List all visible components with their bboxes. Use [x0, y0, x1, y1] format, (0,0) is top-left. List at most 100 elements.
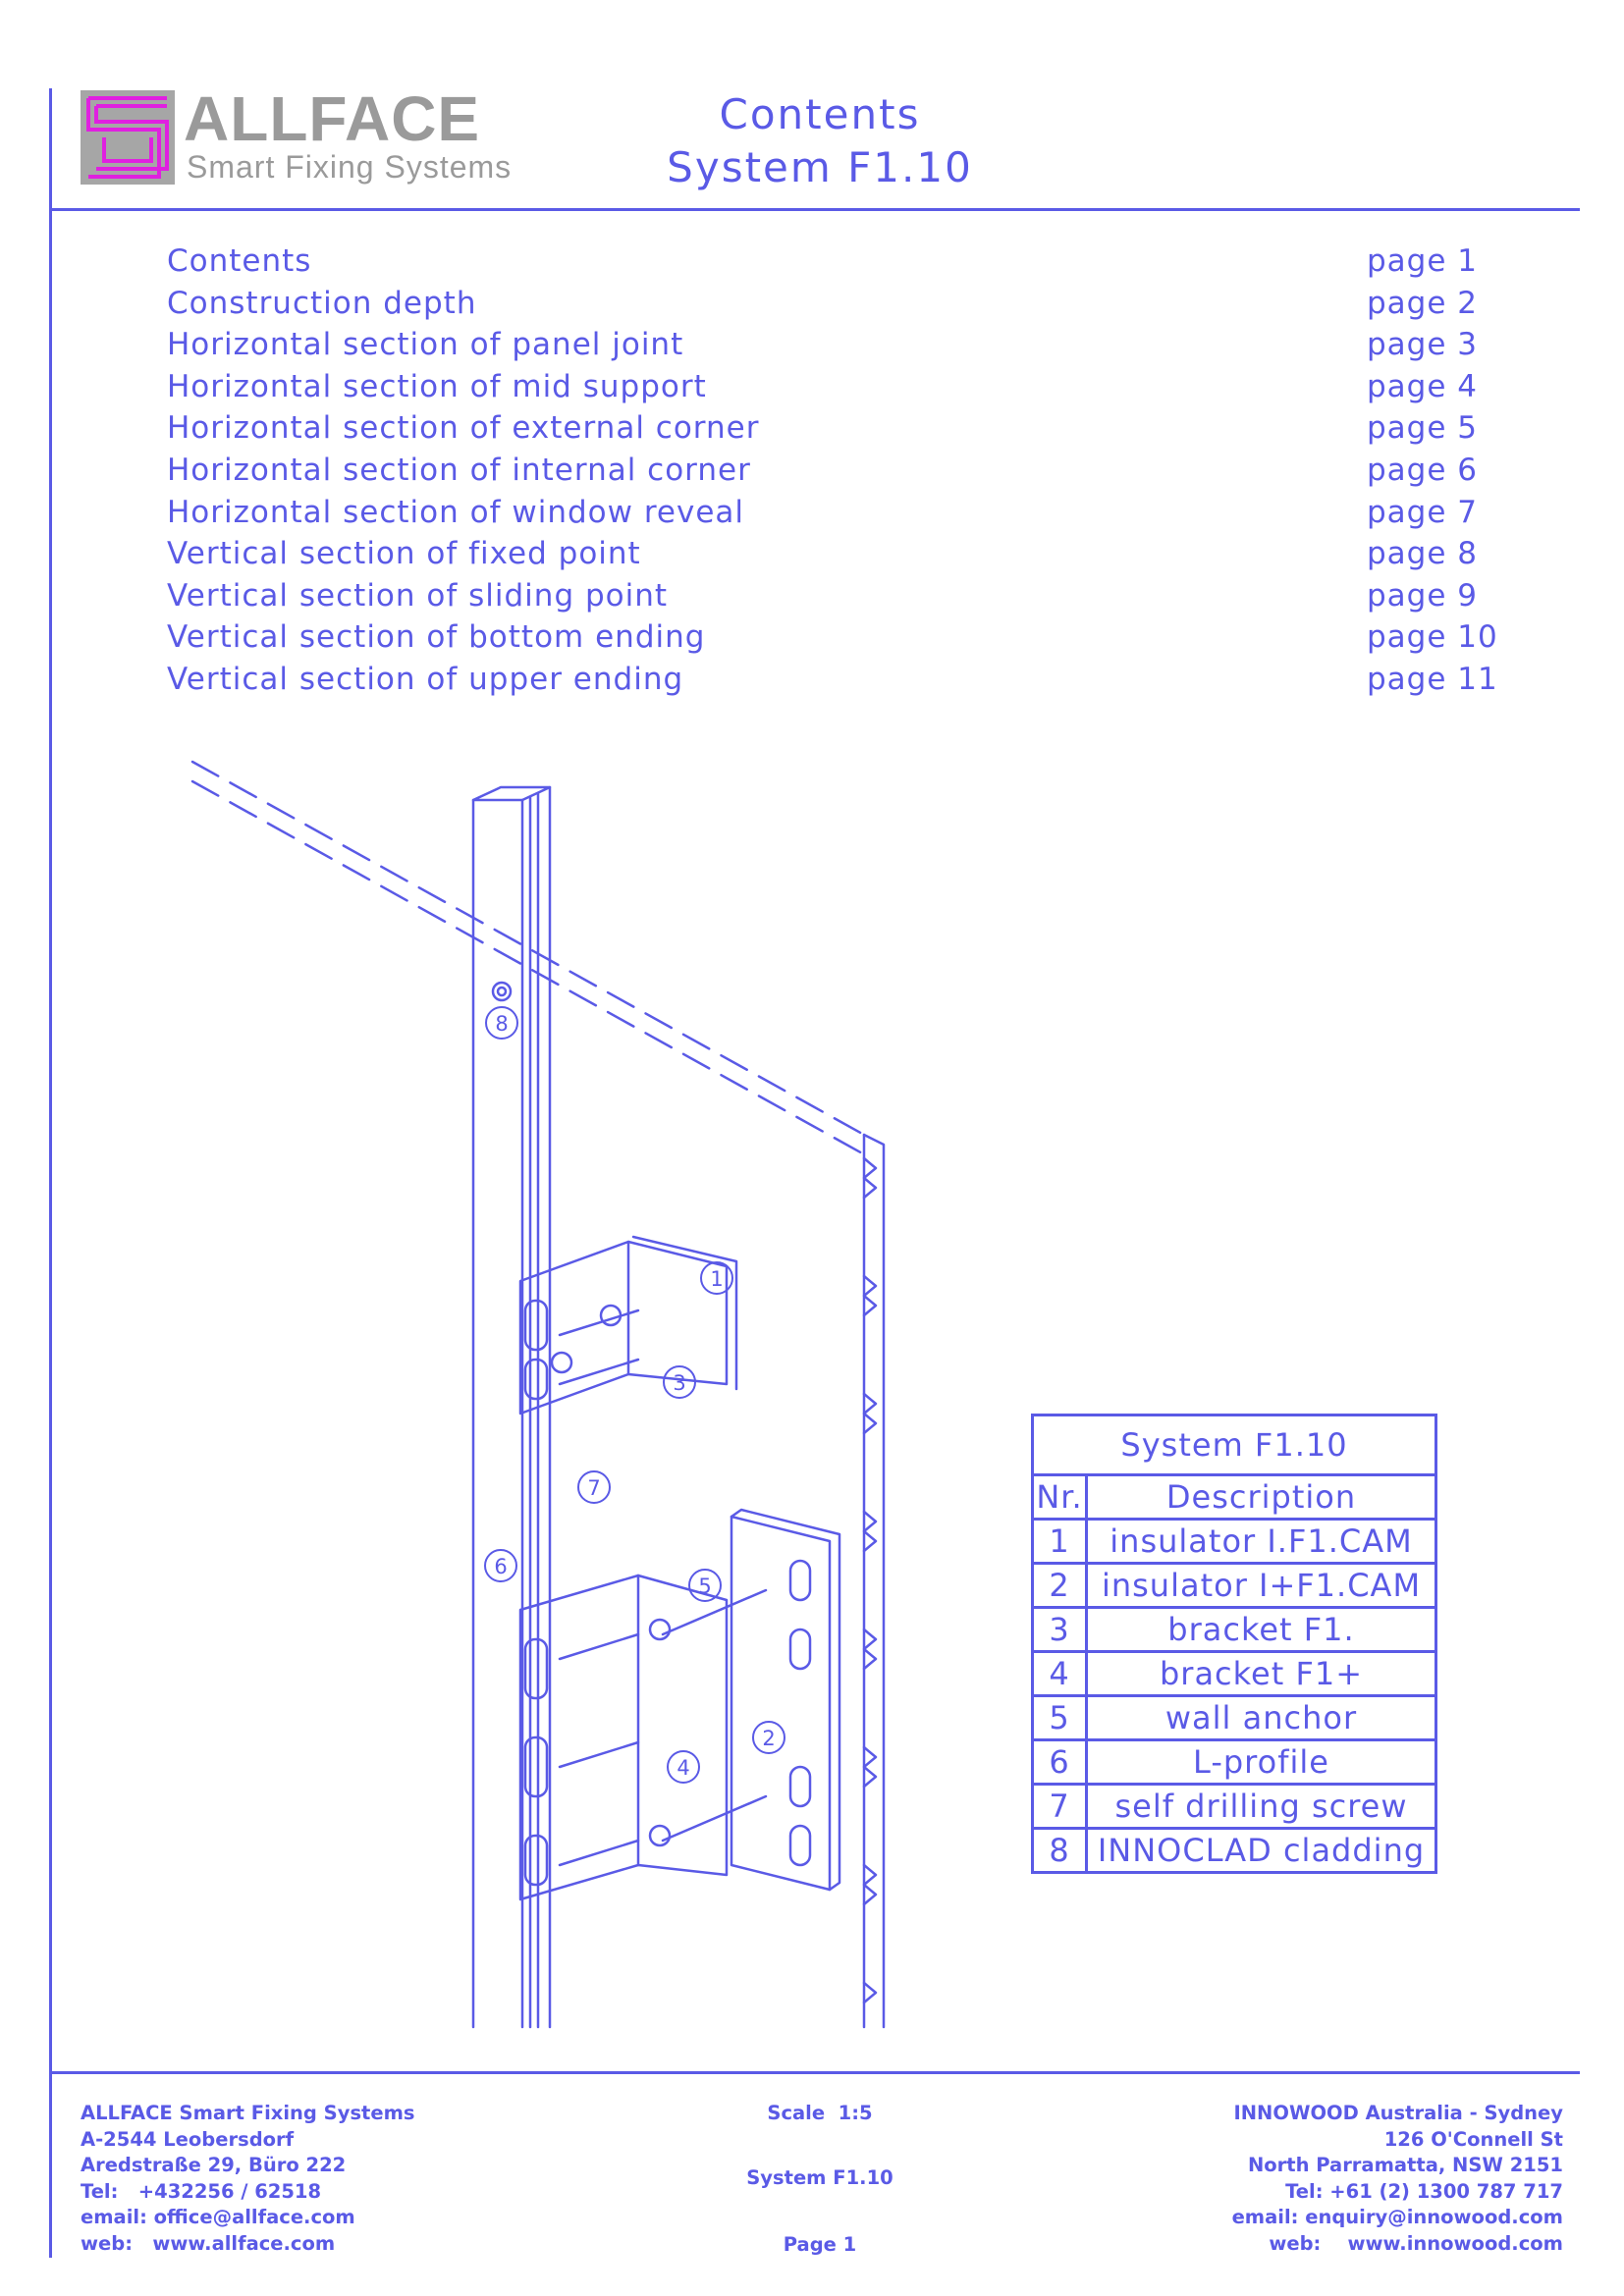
footer-page-number: Page 1	[783, 2233, 857, 2256]
cladding-dashed-outline	[190, 760, 866, 1156]
screw-head-marker	[491, 981, 513, 1002]
callout-label: 4	[677, 1756, 689, 1780]
callout-label: 8	[495, 1012, 508, 1036]
footer-web[interactable]: web: www.innowood.com	[1269, 2231, 1563, 2255]
callout-circle	[484, 1549, 517, 1582]
footer-line: Tel: +432256 / 62518	[81, 2179, 322, 2203]
toc-page: page 7	[1367, 494, 1479, 530]
footer-email[interactable]: email: office@allface.com	[81, 2206, 355, 2228]
toc-page: page 3	[1367, 327, 1479, 363]
page-subtitle: System F1.10	[667, 143, 973, 191]
toc-page: page 9	[1367, 577, 1479, 614]
insulator-plate	[661, 1508, 841, 1892]
callout-markers	[484, 1006, 785, 1784]
callout-circle	[577, 1470, 611, 1504]
logo-tagline: Smart Fixing Systems	[187, 149, 513, 185]
footer-line: A-2544 Leobersdorf	[81, 2127, 295, 2151]
parts-table-title-row: System F1.10	[1031, 1414, 1437, 1476]
callout-label: 2	[762, 1727, 775, 1750]
toc-title: Horizontal section of internal corner	[167, 452, 751, 488]
toc-title: Horizontal section of panel joint	[167, 327, 684, 363]
toc-page: page 10	[1367, 619, 1498, 656]
toc-title: Vertical section of upper ending	[167, 661, 684, 697]
toc-row[interactable]: Horizontal section of panel joint page 3	[167, 327, 1483, 369]
callout-label: 3	[673, 1371, 685, 1395]
part-description: INNOCLAD cladding	[1085, 1827, 1437, 1874]
part-nr: 2	[1031, 1562, 1088, 1609]
footer-web[interactable]: web: www.allface.com	[81, 2231, 336, 2255]
page-title: Contents	[719, 90, 921, 138]
toc-page: page 6	[1367, 452, 1479, 488]
callout-circle	[485, 1006, 518, 1040]
allface-logo-mark	[81, 90, 175, 185]
part-description: wall anchor	[1085, 1694, 1437, 1741]
system-drawing: 1 2 3 4 5 6 7 8	[190, 760, 886, 2029]
part-description: bracket F1+	[1085, 1650, 1437, 1697]
part-nr: 5	[1031, 1694, 1088, 1741]
toc-row[interactable]: Horizontal section of internal corner pag…	[167, 453, 1483, 495]
footer-scale: Scale 1:5	[767, 2102, 873, 2124]
toc-page: page 1	[1367, 243, 1479, 279]
footer-company-allface: ALLFACE Smart Fixing Systems A-2544 Leob…	[81, 2101, 415, 2257]
toc-row[interactable]: Contents page 1	[167, 243, 1483, 286]
toc-title: Contents	[167, 243, 312, 279]
allface-logo: ALLFACE Smart Fixing Systems	[81, 83, 511, 188]
toc-row[interactable]: Vertical section of sliding point page 9	[167, 578, 1483, 620]
toc-title: Construction depth	[167, 285, 477, 321]
part-nr: 7	[1031, 1783, 1088, 1830]
bracket-upper	[518, 1235, 738, 1415]
toc-title: Vertical section of sliding point	[167, 577, 669, 614]
callout-label: 1	[710, 1267, 723, 1291]
left-margin-line	[49, 88, 52, 2258]
part-nr: 4	[1031, 1650, 1088, 1697]
part-nr: 1	[1031, 1518, 1088, 1565]
toc-row[interactable]: Vertical section of upper ending page 11	[167, 661, 1497, 704]
part-description: L-profile	[1085, 1738, 1437, 1786]
callout-label: 7	[587, 1476, 600, 1500]
callout-label: 5	[698, 1575, 711, 1598]
part-nr: 3	[1031, 1606, 1088, 1653]
toc-page: page 4	[1367, 368, 1479, 404]
part-nr: 6	[1031, 1738, 1088, 1786]
toc-row[interactable]: Horizontal section of window reveal page …	[167, 495, 1483, 537]
part-description: bracket F1.	[1085, 1606, 1437, 1653]
cladding-edge	[862, 1133, 886, 2029]
toc-title: Vertical section of fixed point	[167, 536, 641, 572]
callout-circle	[688, 1569, 722, 1602]
footer-drawing-info: Scale 1:5 System F1.10 Page 1	[687, 2101, 952, 2258]
callout-circle	[700, 1261, 733, 1295]
part-nr: 8	[1031, 1827, 1088, 1874]
toc-title: Horizontal section of window reveal	[167, 494, 745, 530]
footer-line: INNOWOOD Australia - Sydney	[1233, 2102, 1563, 2124]
footer-line: Tel: +61 (2) 1300 787 717	[1285, 2179, 1563, 2203]
toc-page: page 5	[1367, 410, 1479, 447]
footer-line: Aredstraße 29, Büro 222	[81, 2154, 347, 2176]
parts-table-header-row: Nr. Description	[1031, 1473, 1437, 1521]
callout-label: 6	[494, 1555, 507, 1578]
footer-line: 126 O'Connell St	[1383, 2127, 1563, 2151]
column-header-nr: Nr.	[1031, 1473, 1088, 1521]
toc-page: page 11	[1367, 661, 1498, 697]
footer-line: ALLFACE Smart Fixing Systems	[81, 2102, 415, 2124]
footer-system: System F1.10	[746, 2166, 893, 2189]
footer-divider	[49, 2071, 1580, 2074]
parts-table-title: System F1.10	[1031, 1414, 1437, 1476]
column-header-description: Description	[1085, 1473, 1437, 1521]
header-divider	[49, 208, 1580, 211]
footer-email[interactable]: email: enquiry@innowood.com	[1231, 2206, 1563, 2228]
bracket-lower	[518, 1574, 729, 1901]
